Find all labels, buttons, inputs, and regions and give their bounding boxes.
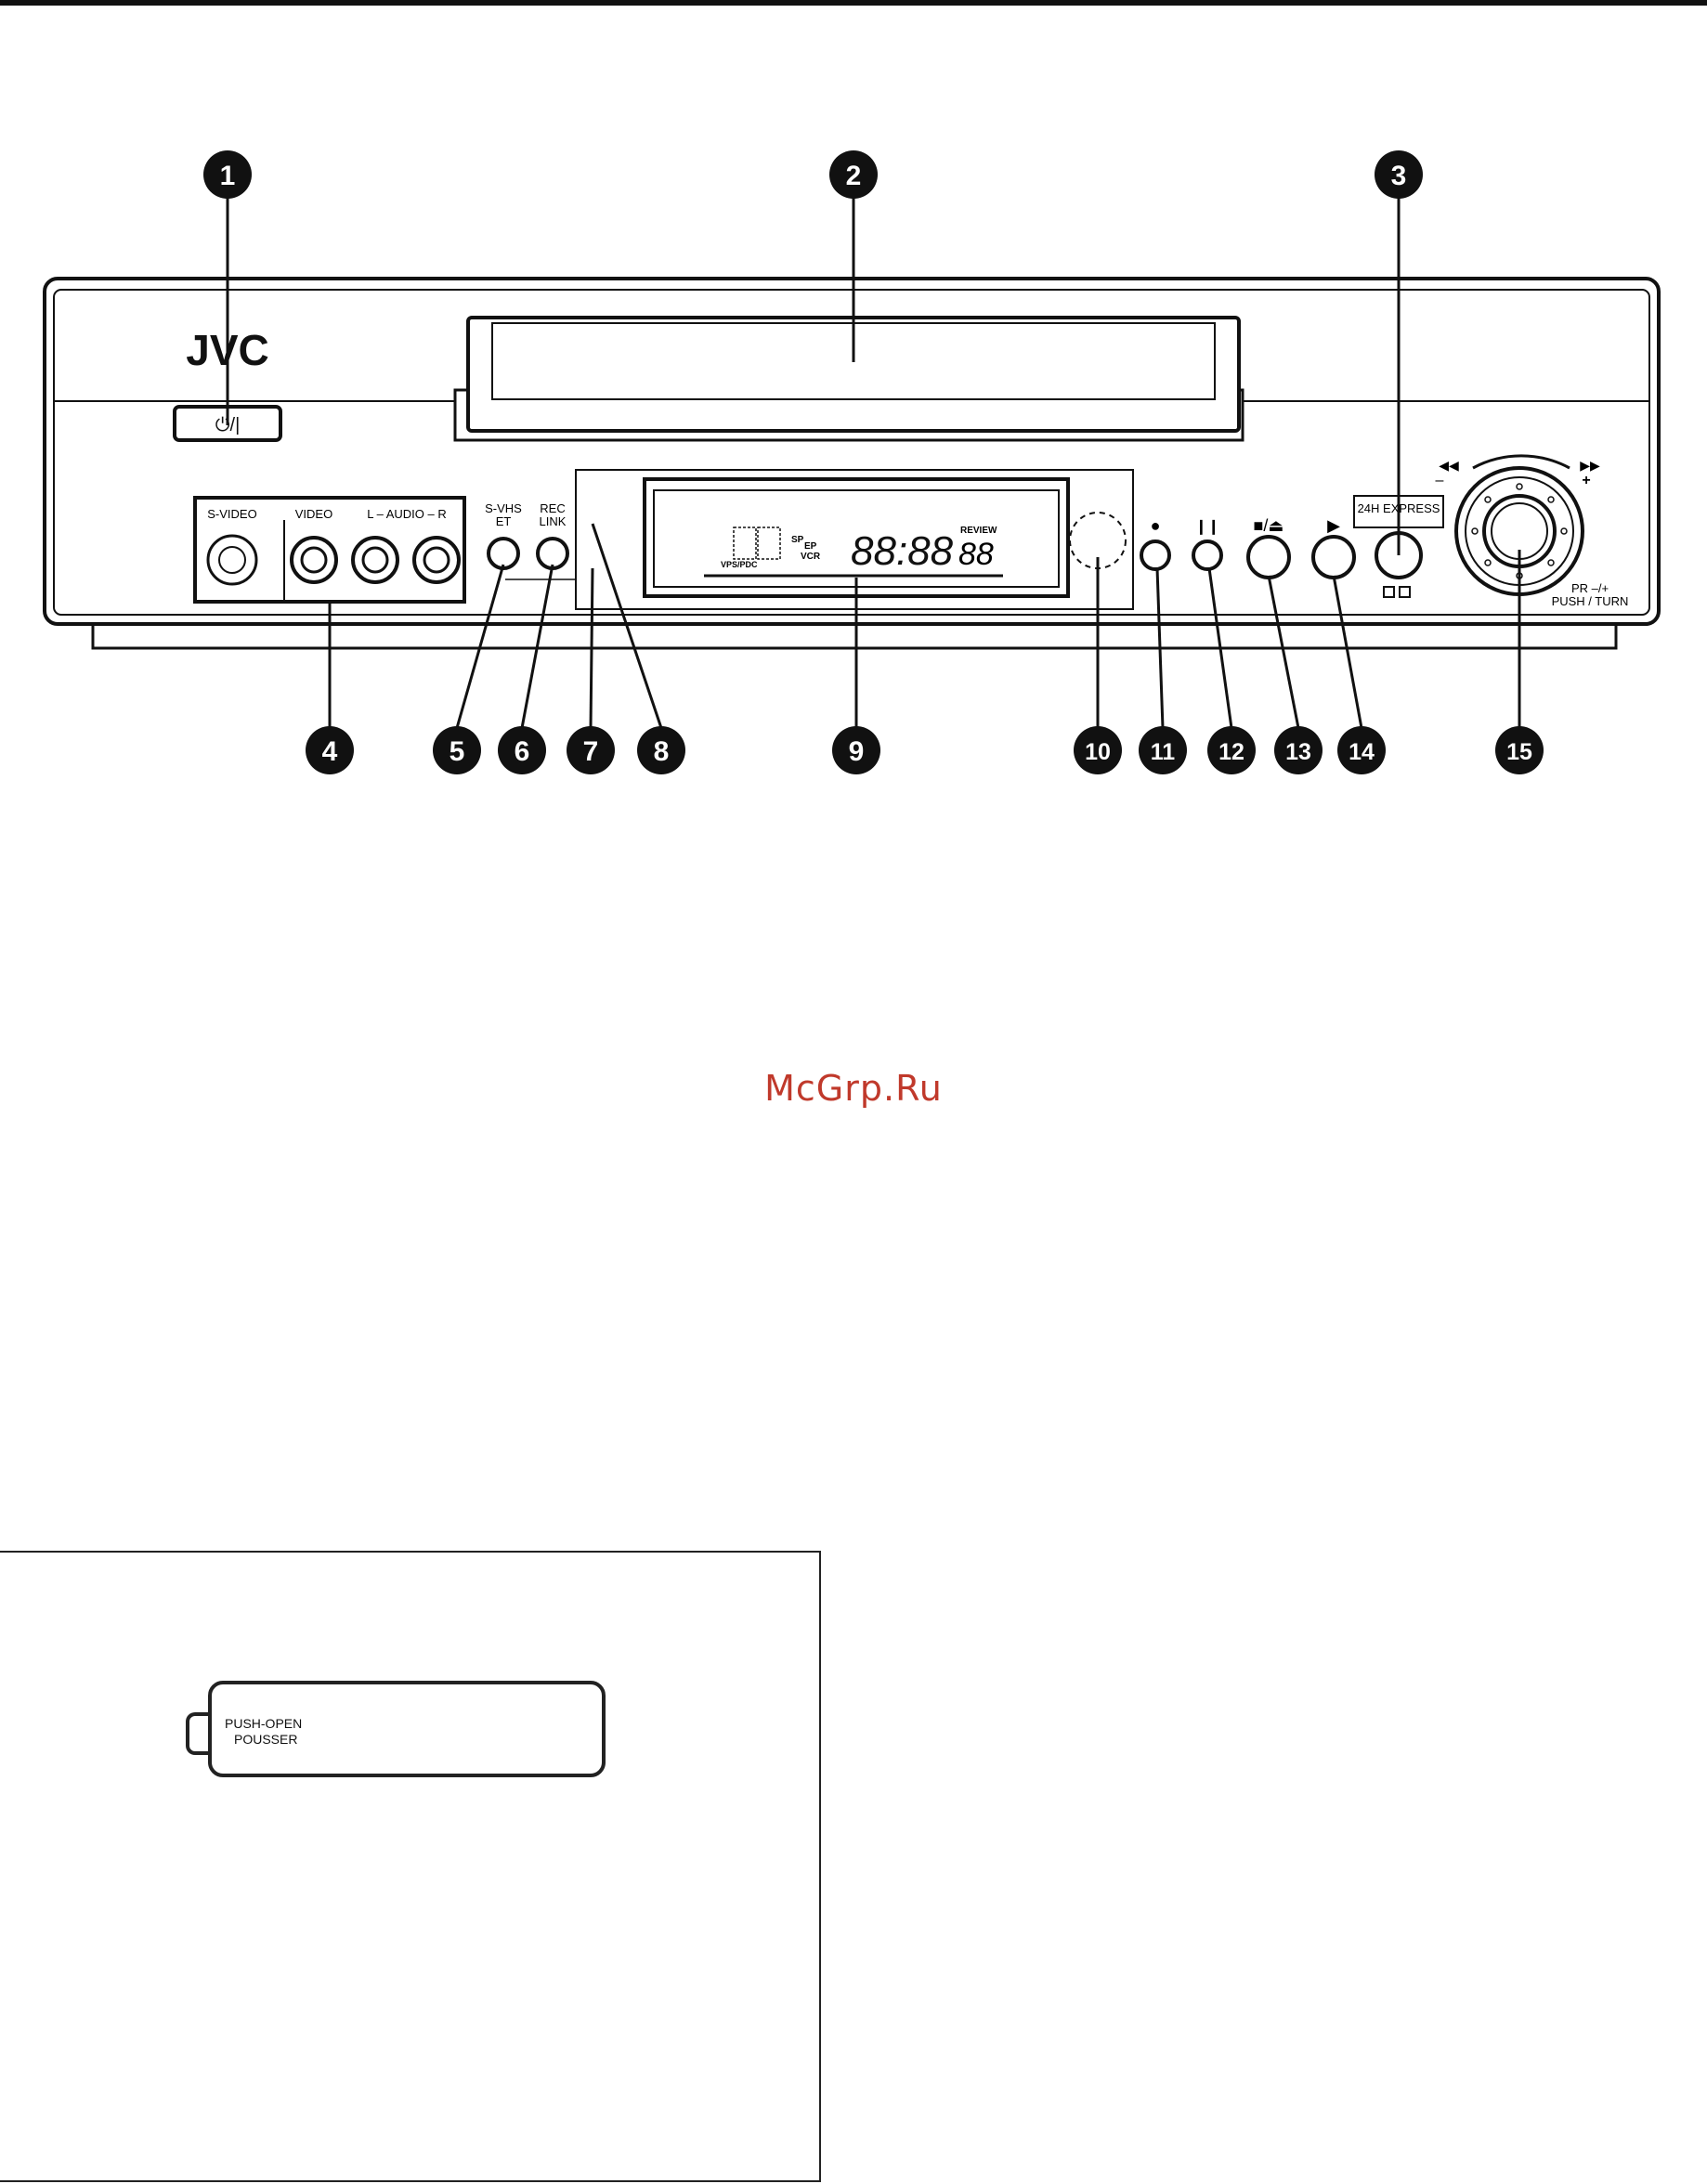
callout-marker: 4	[306, 726, 354, 774]
callout-number: 5	[450, 736, 465, 767]
dial-minus: –	[1436, 473, 1444, 488]
callout-marker: 10	[1074, 726, 1122, 774]
display-review: REVIEW	[960, 526, 997, 536]
pause-button[interactable]	[1193, 541, 1221, 569]
play-icon: ▶	[1327, 516, 1340, 535]
rec-link-button[interactable]	[538, 539, 567, 568]
callout-number: 12	[1218, 739, 1244, 765]
svhs-et-label-line2: ET	[496, 514, 512, 528]
callout-number: 10	[1085, 739, 1111, 765]
svhs-et-label-line1: S-VHS	[485, 501, 522, 515]
display-ep: EP	[804, 541, 817, 552]
callout-number: 8	[654, 736, 670, 767]
callout-marker: 1	[203, 150, 252, 199]
svideo-label: S-VIDEO	[207, 507, 256, 521]
front-door-panel: PUSH-OPEN POUSSER	[0, 1551, 821, 2182]
rec-link-label-line2: LINK	[540, 514, 567, 528]
record-icon: ●	[1151, 516, 1161, 535]
stop-eject-icon: ■/⏏	[1254, 516, 1284, 535]
callout-marker: 13	[1274, 726, 1323, 774]
fast-forward-icon: ▶▶	[1580, 458, 1600, 473]
callout-number: 11	[1151, 739, 1176, 765]
svideo-jack[interactable]	[208, 536, 256, 584]
display-vps: VPS/PDC	[721, 560, 758, 569]
play-button[interactable]	[1313, 537, 1354, 578]
callout-number: 15	[1506, 739, 1532, 765]
callout-number: 4	[322, 736, 338, 767]
callout-marker: 12	[1207, 726, 1256, 774]
vcr-front-diagram: JVC ⏻/| S-VIDEO VIDEO L – AUDIO – R	[0, 0, 1707, 836]
display-sp: SP	[791, 535, 804, 545]
callout-number: 9	[849, 736, 865, 767]
rewind-icon: ◀◀	[1439, 458, 1459, 473]
callout-marker: 6	[498, 726, 546, 774]
dial-plus: +	[1582, 473, 1590, 488]
record-button[interactable]	[1141, 541, 1169, 569]
callout-marker: 7	[567, 726, 615, 774]
cassette-slot[interactable]	[455, 318, 1243, 440]
callout-number: 14	[1349, 739, 1375, 765]
watermark: McGrp.Ru	[0, 1068, 1707, 1109]
callout-marker: 15	[1495, 726, 1544, 774]
audio-label: L – AUDIO – R	[367, 507, 447, 521]
callout-marker: 3	[1375, 150, 1423, 199]
callout-number: 1	[220, 161, 236, 191]
callout-number: 6	[515, 736, 530, 767]
pr-label: PR –/+	[1571, 581, 1609, 595]
callout-number: 2	[846, 161, 862, 191]
push-turn-label: PUSH / TURN	[1552, 594, 1629, 608]
pause-icon: ❙❙	[1195, 519, 1220, 535]
push-open-line1: PUSH-OPEN	[225, 1716, 302, 1732]
display-vcr: VCR	[801, 552, 821, 562]
callout-marker: 2	[829, 150, 878, 199]
callout-marker: 5	[433, 726, 481, 774]
audio-right-jack[interactable]	[414, 538, 459, 582]
push-open-text: PUSH-OPEN POUSSER	[225, 1716, 302, 1748]
callout-marker: 11	[1139, 726, 1187, 774]
push-open-line2: POUSSER	[225, 1732, 302, 1748]
front-display-panel: SP EP VCR VPS/PDC 88:88 REVIEW 88	[576, 470, 1133, 609]
callout-marker: 9	[832, 726, 880, 774]
display-clock: 88:88	[851, 528, 954, 574]
display-channel: 88	[958, 537, 994, 572]
stop-eject-button[interactable]	[1248, 537, 1289, 578]
audio-left-jack[interactable]	[353, 538, 397, 582]
video-label: VIDEO	[295, 507, 332, 521]
callout-marker: 14	[1337, 726, 1386, 774]
svhs-et-button[interactable]	[489, 539, 518, 568]
callout-number: 3	[1391, 161, 1407, 191]
rec-link-label-line1: REC	[540, 501, 565, 515]
front-av-inputs: S-VIDEO VIDEO L – AUDIO – R	[195, 498, 464, 602]
callout-number: 13	[1285, 739, 1311, 765]
callout-number: 7	[583, 736, 599, 767]
video-jack[interactable]	[292, 538, 336, 582]
callout-marker: 8	[637, 726, 685, 774]
